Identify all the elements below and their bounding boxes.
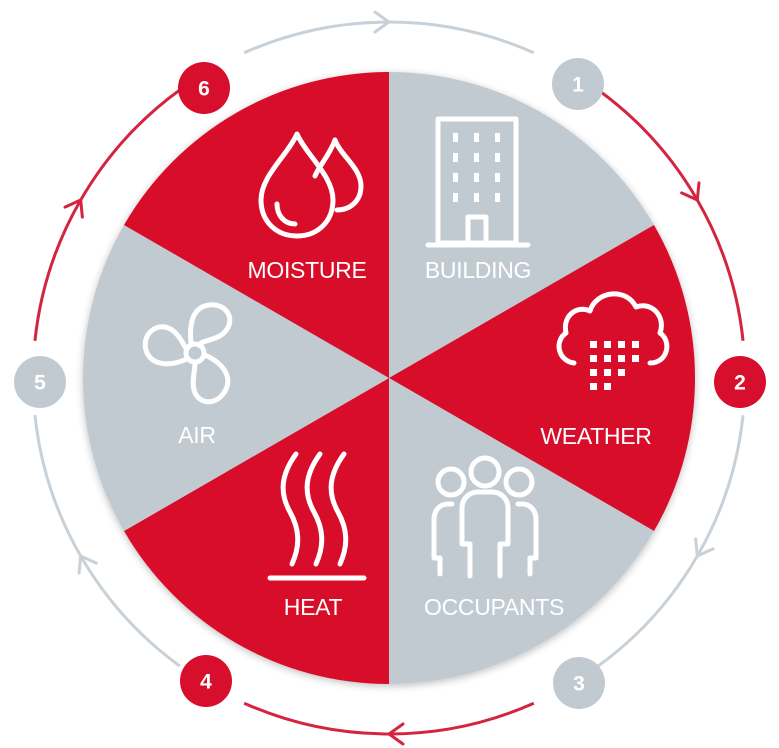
segment-weather: [389, 225, 695, 531]
step-number: 6: [198, 78, 210, 101]
step-number: 1: [572, 74, 584, 97]
step-number: 4: [200, 671, 212, 694]
arrowhead-icon: [373, 10, 392, 34]
water-drops-icon: [258, 131, 364, 239]
segment-air: [82, 225, 389, 531]
people-icon: [431, 455, 539, 579]
segment-label-moisture: MOISTURE: [248, 257, 367, 283]
segment-label-building: BUILDING: [425, 257, 531, 283]
segment-occupants: [389, 378, 655, 684]
step-number: 2: [734, 372, 746, 395]
segment-label-weather: WEATHER: [540, 423, 651, 449]
pie-wheel: [82, 72, 695, 684]
outer-cycle-ring: [33, 10, 745, 746]
step-badge-2: 2: [714, 356, 766, 408]
arrowhead-icon: [77, 553, 98, 575]
arrowhead-icon: [680, 181, 701, 203]
step-badge-6: 6: [178, 62, 230, 114]
segment-label-air: AIR: [178, 422, 215, 448]
step-number: 3: [573, 673, 585, 696]
arrowhead-icon: [63, 197, 84, 219]
segment-label-occupants: OCCUPANTS: [424, 594, 564, 620]
arrowhead-icon: [386, 722, 405, 746]
step-number: 5: [34, 372, 46, 395]
ring-arc-moisture-to-building: [243, 20, 535, 55]
step-badge-4: 4: [180, 655, 232, 707]
step-badge-5: 5: [14, 356, 66, 408]
step-badge-3: 3: [553, 657, 605, 709]
segment-building: [389, 72, 655, 378]
fan-icon: [142, 302, 233, 405]
segment-heat: [123, 378, 390, 684]
building-icon: [425, 116, 531, 248]
segment-label-heat: HEAT: [284, 594, 343, 620]
arrowhead-icon: [694, 537, 715, 559]
ring-arc-occupants-to-heat: [243, 701, 535, 736]
segment-moisture: [123, 72, 390, 378]
heat-waves-icon: [267, 451, 367, 581]
rain-cloud-icon: [556, 291, 670, 390]
step-badge-1: 1: [552, 58, 604, 110]
